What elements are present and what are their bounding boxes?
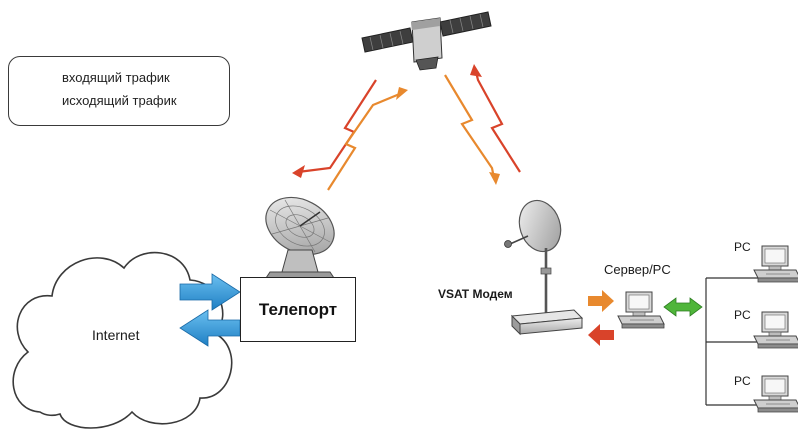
internet-label: Internet xyxy=(92,327,140,343)
vsat-uplink-bolt xyxy=(470,64,521,173)
internet-to-teleport-arrow-icon xyxy=(179,273,241,311)
teleport-dish-icon xyxy=(265,196,335,279)
vsat-downlink-bolt xyxy=(444,74,500,185)
legend-incoming-label: входящий трафик xyxy=(62,70,170,85)
server-lan-link-arrow-icon xyxy=(663,297,703,317)
teleport-downlink-bolt xyxy=(292,79,377,178)
client-pc-2-label: PC xyxy=(734,308,751,322)
lan-bus-lines xyxy=(705,277,760,406)
vsat-modem-label: VSAT Модем xyxy=(438,287,513,301)
legend-outgoing-label: исходящий трафик xyxy=(62,93,177,108)
teleport-label: Телепорт xyxy=(258,299,338,319)
client-pc-1-label: PC xyxy=(734,240,751,254)
teleport-uplink-bolt xyxy=(327,87,408,191)
client-pc-1-icon xyxy=(753,245,798,283)
client-pc-3-icon xyxy=(753,375,798,413)
server-label: Сервер/PC xyxy=(604,262,671,277)
vsat-modem-icon xyxy=(510,309,584,336)
legend xyxy=(8,56,230,126)
client-pc-2-icon xyxy=(753,311,798,349)
teleport-node: Телепорт xyxy=(240,277,356,342)
client-pc-3-label: PC xyxy=(734,374,751,388)
modem-to-server-arrow-icon xyxy=(588,290,614,312)
satellite-icon xyxy=(361,11,492,71)
teleport-to-internet-arrow-icon xyxy=(179,309,241,347)
server-to-modem-arrow-icon xyxy=(588,324,614,346)
server-pc-icon xyxy=(617,291,665,329)
vsat-dish-icon xyxy=(504,199,562,315)
